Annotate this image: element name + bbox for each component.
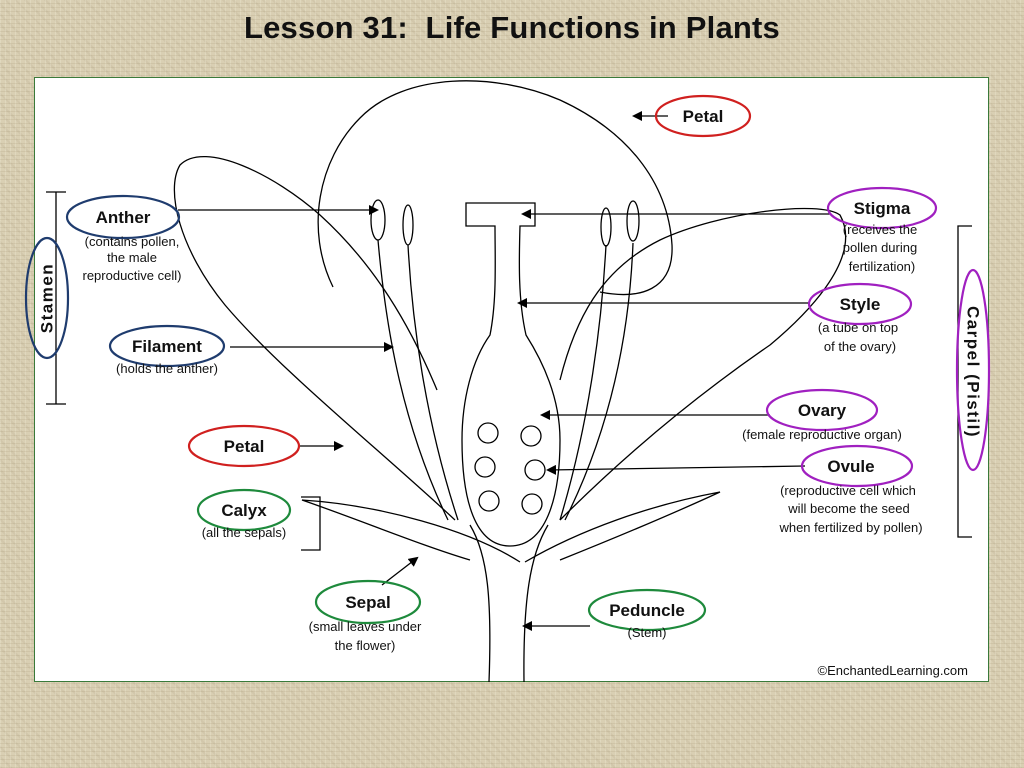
peduncle-desc-line: (Stem) bbox=[628, 625, 667, 640]
diagram-panel bbox=[34, 77, 989, 682]
oval-peduncle bbox=[587, 588, 707, 632]
pistil-outline bbox=[461, 202, 561, 547]
carpel-group-label: Carpel (Pistil) bbox=[964, 306, 983, 438]
ovule-6 bbox=[521, 493, 543, 515]
arrow-sepal bbox=[381, 556, 419, 586]
label-stigma: Stigma bbox=[854, 199, 911, 218]
stigma-desc-line: pollen during bbox=[843, 240, 917, 255]
label-texts: Petal Anther (contains pollen, the male … bbox=[38, 107, 983, 678]
anther-desc-line: the male bbox=[107, 250, 157, 265]
style-desc-line: of the ovary) bbox=[824, 339, 896, 354]
anther-desc-line: (contains pollen, bbox=[85, 234, 180, 249]
oval-sepal bbox=[314, 579, 422, 625]
label-filament: Filament bbox=[132, 337, 202, 356]
label-ovals bbox=[24, 94, 991, 632]
flower-drawing bbox=[173, 80, 847, 683]
oval-ovary bbox=[765, 388, 879, 432]
ovule-2 bbox=[520, 425, 542, 447]
ovule-desc-line: (reproductive cell which bbox=[780, 483, 916, 498]
sepal-right-outline bbox=[524, 491, 721, 563]
anther-4 bbox=[626, 200, 640, 242]
ovule-5 bbox=[478, 490, 500, 512]
oval-petal-left bbox=[187, 424, 301, 468]
oval-calyx bbox=[196, 488, 292, 532]
calyx-desc-line: (all the sepals) bbox=[202, 525, 287, 540]
filament-3 bbox=[559, 244, 607, 521]
stem-left-line bbox=[469, 524, 491, 683]
sepal-left-outline bbox=[301, 499, 521, 563]
oval-carpel bbox=[955, 268, 991, 472]
style-desc-line: (a tube on top bbox=[818, 320, 898, 335]
label-ovary: Ovary bbox=[798, 401, 847, 420]
oval-filament bbox=[108, 324, 226, 368]
oval-stigma bbox=[826, 186, 938, 230]
anther-2 bbox=[402, 204, 414, 246]
filament-1 bbox=[377, 239, 449, 521]
label-style: Style bbox=[840, 295, 881, 314]
label-sepal: Sepal bbox=[345, 593, 390, 612]
label-peduncle: Peduncle bbox=[609, 601, 685, 620]
calyx-bracket bbox=[301, 496, 321, 551]
label-petal-left: Petal bbox=[224, 437, 265, 456]
oval-anther bbox=[65, 194, 181, 240]
anther-1 bbox=[370, 199, 386, 241]
anther-3 bbox=[600, 207, 612, 247]
left-petal-outline bbox=[173, 156, 456, 521]
ovule-1 bbox=[477, 422, 499, 444]
oval-ovule bbox=[800, 444, 914, 488]
label-petal-top: Petal bbox=[683, 107, 724, 126]
right-petal-outline bbox=[559, 207, 847, 521]
credit-text: ©EnchantedLearning.com bbox=[817, 663, 968, 678]
ovule-3 bbox=[474, 456, 496, 478]
label-ovule: Ovule bbox=[827, 457, 874, 476]
stigma-desc-line: fertilization) bbox=[849, 259, 915, 274]
filament-desc-line: (holds the anther) bbox=[116, 361, 218, 376]
back-petal-outline bbox=[317, 80, 673, 296]
stem-right-line bbox=[523, 524, 549, 683]
slide-title: Lesson 31: Life Functions in Plants bbox=[243, 10, 780, 45]
label-anther: Anther bbox=[96, 208, 151, 227]
oval-style bbox=[807, 282, 913, 326]
ovule-desc-line: will become the seed bbox=[787, 501, 909, 516]
filament-2 bbox=[407, 244, 459, 521]
sepal-desc-line: (small leaves under bbox=[309, 619, 422, 634]
filament-4 bbox=[564, 242, 634, 521]
stigma-desc-line: (receives the bbox=[843, 222, 917, 237]
stamen-group-label: Stamen bbox=[38, 263, 57, 333]
arrow-ovule bbox=[546, 464, 806, 475]
ovary-desc-line: (female reproductive organ) bbox=[742, 427, 902, 442]
stamen-bracket bbox=[46, 191, 66, 405]
leader-arrows bbox=[178, 111, 830, 631]
label-calyx: Calyx bbox=[221, 501, 267, 520]
anther-desc-line: reproductive cell) bbox=[83, 268, 182, 283]
ovule-desc-line: when fertilized by pollen) bbox=[778, 520, 922, 535]
oval-petal-top bbox=[654, 94, 752, 138]
ovule-4 bbox=[524, 459, 546, 481]
oval-stamen bbox=[24, 236, 70, 360]
sepal-desc-line: the flower) bbox=[335, 638, 396, 653]
